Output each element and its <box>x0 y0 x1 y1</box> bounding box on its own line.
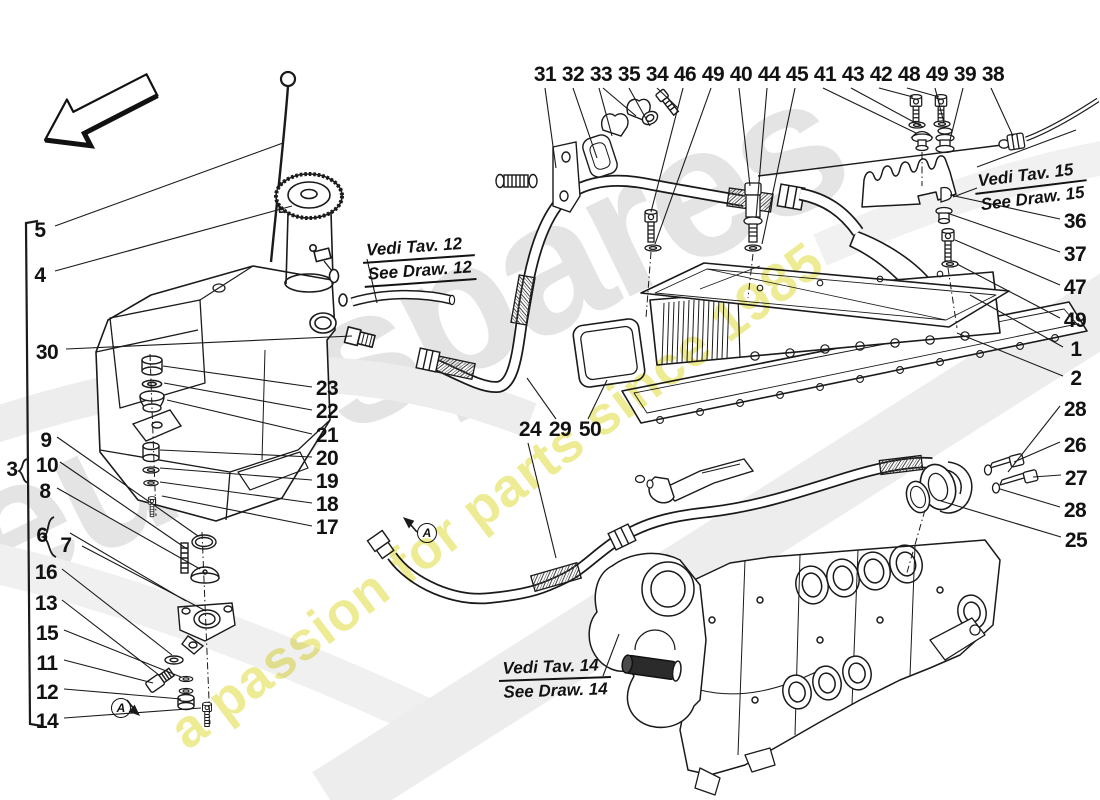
part-callout-6: 6 <box>36 524 48 547</box>
part-callout-29: 29 <box>548 418 572 441</box>
upper-oil-hose <box>415 174 946 393</box>
part-callout-46: 46 <box>673 63 697 86</box>
group-bracket <box>17 219 57 728</box>
part-callout-40: 40 <box>729 63 753 86</box>
part-callout-47: 47 <box>1063 276 1087 299</box>
part-callout-12: 12 <box>35 681 59 704</box>
part-callout-8: 8 <box>39 480 51 503</box>
detail-marker-a: A <box>417 523 437 543</box>
part-callout-24: 24 <box>518 418 542 441</box>
note-see-draw-12: Vedi Tav. 12 See Draw. 12 <box>361 232 477 288</box>
part-callout-42: 42 <box>869 63 893 86</box>
part-callout-18: 18 <box>315 493 339 516</box>
part-callout-7: 7 <box>60 534 72 557</box>
direction-arrow-icon <box>43 73 159 149</box>
part-callout-25: 25 <box>1064 529 1088 552</box>
part-callout-39: 39 <box>953 63 977 86</box>
part-callout-9: 9 <box>40 429 52 452</box>
part-callout-14: 14 <box>35 710 59 733</box>
part-callout-48: 48 <box>897 63 921 86</box>
part-callout-27: 27 <box>1064 467 1088 490</box>
part-callout-31: 31 <box>533 63 557 86</box>
part-callout-44: 44 <box>757 63 781 86</box>
part-callout-4: 4 <box>34 264 46 287</box>
oil-cooler <box>572 262 1088 424</box>
part-callout-17: 17 <box>315 516 339 539</box>
part-callout-38: 38 <box>981 63 1005 86</box>
lower-oil-hose <box>366 453 1039 605</box>
part-callout-16: 16 <box>34 561 58 584</box>
part-callout-21: 21 <box>315 424 339 447</box>
part-callout-50: 50 <box>578 418 602 441</box>
part-callout-26: 26 <box>1063 434 1087 457</box>
part-callout-28: 28 <box>1063 499 1087 522</box>
cooler-fasteners <box>644 182 959 268</box>
part-callout-19: 19 <box>315 470 339 493</box>
part-callout-30: 30 <box>35 341 59 364</box>
note-see-draw-14: Vedi Tav. 14 See Draw. 14 <box>498 654 612 704</box>
part-callout-13: 13 <box>34 592 58 615</box>
part-callout-15: 15 <box>35 622 59 645</box>
part-callout-23: 23 <box>315 377 339 400</box>
assembly-axes <box>149 152 958 725</box>
part-callout-43: 43 <box>841 63 865 86</box>
part-callout-41: 41 <box>813 63 837 86</box>
cable-bracket-group <box>757 93 1100 225</box>
note-line: See Draw. 14 <box>503 679 608 702</box>
detail-arrows <box>126 517 418 716</box>
part-callout-2: 2 <box>1070 367 1082 390</box>
leader-lines <box>54 87 1077 719</box>
part-callout-28: 28 <box>1063 398 1087 421</box>
breather-hose <box>350 289 456 307</box>
part-callout-1: 1 <box>1070 338 1082 361</box>
part-callout-22: 22 <box>315 400 339 423</box>
part-callout-5: 5 <box>34 219 46 242</box>
engine-block <box>588 539 1001 796</box>
tank-mount-stack <box>131 355 236 728</box>
part-callout-49: 49 <box>1063 309 1087 332</box>
part-callout-20: 20 <box>315 447 339 470</box>
part-callout-49: 49 <box>701 63 725 86</box>
part-callout-32: 32 <box>561 63 585 86</box>
clip-bracket-group <box>495 88 680 213</box>
part-callout-37: 37 <box>1063 243 1087 266</box>
part-callout-33: 33 <box>589 63 613 86</box>
part-callout-45: 45 <box>785 63 809 86</box>
part-callout-11: 11 <box>36 652 58 675</box>
part-callout-34: 34 <box>645 63 669 86</box>
part-callout-36: 36 <box>1063 210 1087 233</box>
part-callout-49: 49 <box>925 63 949 86</box>
part-callout-10: 10 <box>35 454 59 477</box>
part-callout-35: 35 <box>617 63 641 86</box>
part-callout-3: 3 <box>6 458 18 481</box>
detail-marker-a: A <box>111 698 131 718</box>
